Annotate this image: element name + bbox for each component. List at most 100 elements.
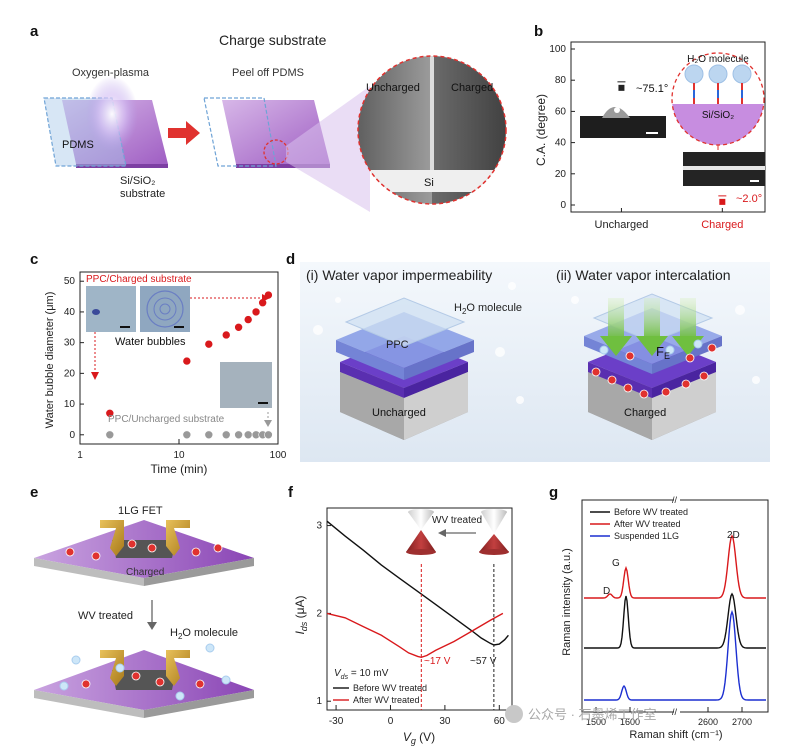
xtick-label: 2600 [698,717,718,727]
spectrum-0 [584,534,766,599]
data-point [105,408,115,418]
legend-charged: PPC/Charged substrate [86,274,192,285]
data-point [182,356,192,366]
vds-label: Vds = 10 mV [334,668,389,681]
ytick-label: 50 [64,276,76,287]
ytick-label: 100 [549,44,566,55]
substrate-charged-e: Charged [126,567,164,578]
peak-d-label: D [603,586,610,597]
legend-label: Before WV treated [614,507,688,517]
cone-arrow-label: WV treated [432,515,482,526]
legend-label: Suspended 1LG [614,531,679,541]
zoom-label-uncharged: Uncharged [366,82,420,94]
watermark-text: 公众号 · 石墨烯工作室 [528,707,657,722]
label-ppc: PPC [386,339,409,351]
substrate-label-2: substrate [120,188,165,200]
data-point [251,307,261,317]
wv-step-label: WV treated [78,610,133,622]
stack-charged [584,293,722,440]
dirac-cone-after [406,509,436,555]
label-h2o-d: H2O molecule [454,302,522,316]
panel-letter-e: e [30,484,38,501]
ytick-label: 1 [316,696,322,707]
electrode-right [166,520,190,556]
peeled-region [203,97,277,167]
ytick-label: 40 [555,138,567,149]
panel-c-markers [105,290,273,440]
spectrum-1 [584,592,766,649]
droplet-image-uncharged [580,116,666,138]
bubble-image-2 [140,286,190,332]
curve [326,612,504,659]
ca-value-charged: ~2.0° [736,193,762,205]
panel-g: // // Raman intensity (a.u.) Raman shift… [561,495,769,741]
ytick-label: 0 [69,430,75,441]
panel-f-ylabel: Ids (μA) [293,595,309,634]
label-charged-d: Charged [624,407,666,419]
ytick-label: 40 [64,307,76,318]
panel-letter-d: d [286,251,295,268]
legend-label: After WV treated [353,695,420,705]
panel-g-spectra [584,534,766,701]
zoom-cone [286,86,370,212]
data-point [243,430,253,440]
panel-letter-b: b [534,23,543,40]
data-point [234,322,243,332]
panel-b-markers [617,81,727,205]
dirac-cone-before [479,509,509,555]
label-uncharged-d: Uncharged [372,407,426,419]
xtick-label: Charged [701,219,743,231]
ytick-label: 30 [64,338,76,349]
data-point [719,198,726,205]
panel-f-xlabel: Vg (V) [403,730,435,746]
dirac-after-label: ~17 V [424,656,451,667]
xtick-label: 2700 [732,717,752,727]
ytick-label: 3 [316,521,322,532]
legend-label: Before WV treated [353,683,427,693]
svg-text://: // [672,495,678,505]
step-oxygen-plasma: Oxygen-plasma [72,67,150,79]
data-point [264,430,273,440]
legend-label: After WV treated [614,519,681,529]
ytick-label: 2 [316,608,322,619]
xtick-label: Uncharged [595,219,649,231]
panel-f-curves [326,520,509,710]
panel-d-title-i: (i) Water vapor impermeability [306,267,492,283]
panel-b-ylabel: C.A. (degree) [534,94,548,166]
h2o-inset [671,52,765,146]
panel-letter-g: g [549,484,558,501]
inset-h2o-label: H₂O molecule [687,54,749,65]
stack-uncharged [336,297,474,440]
data-point [204,339,214,349]
xtick-label: 100 [270,450,287,461]
zoom-circle [357,55,507,205]
svg-text://: // [672,707,678,717]
process-arrow [168,121,200,145]
plasma-glow [86,76,138,152]
h2o-label-e: H2O molecule [170,627,238,641]
ytick-label: 80 [555,75,567,86]
inset-caption: Water bubbles [115,336,186,348]
xtick-label: 30 [439,716,451,727]
bubble-image-1 [86,286,136,332]
xtick-label: 1500 [586,717,606,727]
watermark: 公众号 · 石墨烯工作室 [505,705,657,723]
inset-sio2-label: Si/SiO₂ [702,110,734,121]
panel-a: Charge substrate Oxygen-plasma Peel off … [43,32,507,212]
xtick-label: 10 [173,450,185,461]
ytick-label: 10 [64,399,76,410]
panel-b-categories: Uncharged Charged [595,208,743,231]
xtick-label: 1 [77,450,83,461]
ytick-label: 0 [560,200,566,211]
ytick-label: 20 [555,169,567,180]
panel-e: 1LG FET Charged WV treated H2O molecule [34,505,254,718]
ca-value-uncharged: ~75.1° [636,83,668,95]
data-point [243,315,253,324]
panel-d-title-ii: (ii) Water vapor intercalation [556,267,731,283]
peak-g-label: G [612,558,620,569]
